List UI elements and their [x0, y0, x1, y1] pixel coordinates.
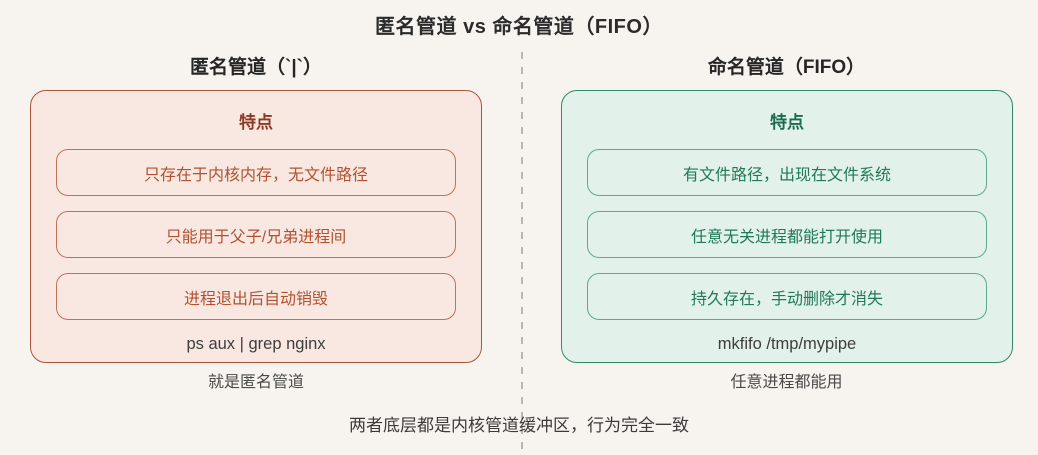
footer-note: 两者底层都是内核管道缓冲区，行为完全一致	[349, 416, 689, 435]
right-column-header: 命名管道（FIFO）	[707, 57, 866, 78]
left-code-example: ps aux | grep nginx	[186, 335, 326, 353]
diagram-title: 匿名管道 vs 命名管道（FIFO）	[375, 16, 663, 38]
right-code-example: mkfifo /tmp/mypipe	[717, 335, 857, 353]
named-pipe-panel: 特点 有文件路径，出现在文件系统 任意无关进程都能打开使用 持久存在，手动删除才…	[561, 90, 1013, 363]
left-feature-item-1: 只存在于内核内存，无文件路径	[56, 149, 456, 196]
right-feature-item-3: 持久存在，手动删除才消失	[587, 273, 987, 320]
left-panel-heading: 特点	[239, 113, 273, 132]
left-feature-item-3: 进程退出后自动销毁	[56, 273, 456, 320]
left-panel-caption: 就是匿名管道	[207, 374, 304, 391]
left-column-header: 匿名管道（`|`）	[190, 57, 322, 78]
vertical-dashed-divider	[521, 52, 523, 455]
right-feature-item-1: 有文件路径，出现在文件系统	[587, 149, 987, 196]
left-feature-item-2: 只能用于父子/兄弟进程间	[56, 211, 456, 258]
right-feature-item-2: 任意无关进程都能打开使用	[587, 211, 987, 258]
right-panel-caption: 任意进程都能用	[730, 374, 843, 391]
anonymous-pipe-panel: 特点 只存在于内核内存，无文件路径 只能用于父子/兄弟进程间 进程退出后自动销毁…	[30, 90, 482, 363]
right-panel-heading: 特点	[770, 113, 804, 132]
